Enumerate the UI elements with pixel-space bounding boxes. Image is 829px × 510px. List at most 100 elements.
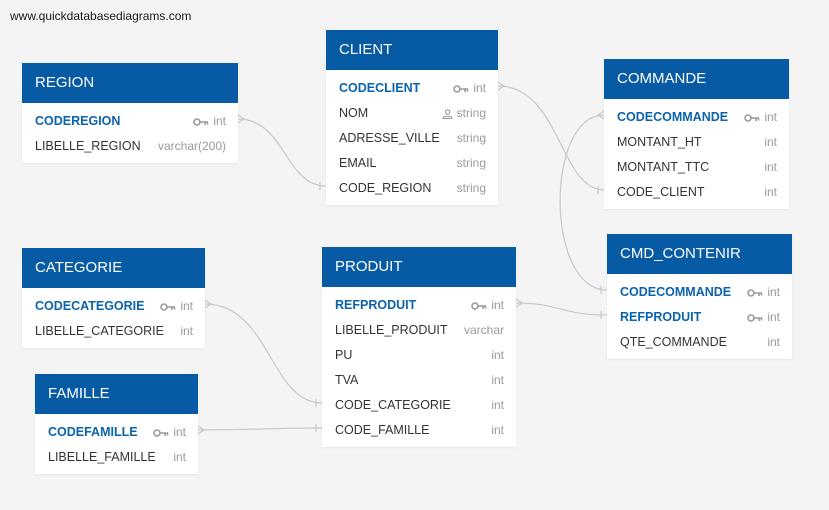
link-famille-produit	[197, 427, 323, 431]
field-row[interactable]: LIBELLE_CATEGORIE int	[22, 319, 205, 344]
field-type: int	[491, 348, 504, 362]
table-title: PRODUIT	[322, 247, 516, 287]
crow-many-icon	[204, 299, 213, 309]
field-type-label: int	[180, 299, 193, 313]
field-name: LIBELLE_REGION	[35, 139, 141, 153]
field-row[interactable]: LIBELLE_REGION varchar(200)	[22, 134, 238, 159]
key-icon	[193, 118, 209, 126]
field-row[interactable]: MONTANT_TTC int	[604, 155, 789, 180]
link-region-client	[237, 118, 327, 187]
table-title: CMD_CONTENIR	[607, 234, 792, 274]
field-type: varchar	[463, 323, 504, 337]
field-name: REFPRODUIT	[620, 310, 702, 324]
table-commande[interactable]: COMMANDE CODECOMMANDE int MONTANT_HT int…	[604, 59, 789, 209]
key-icon	[160, 303, 176, 311]
field-row[interactable]: CODEFAMILLE int	[35, 420, 198, 445]
field-name: LIBELLE_PRODUIT	[335, 323, 448, 337]
key-icon	[471, 302, 487, 310]
table-title: REGION	[22, 63, 238, 103]
field-type: int	[491, 373, 504, 387]
field-name: CODECOMMANDE	[620, 285, 732, 299]
field-type: int	[764, 160, 777, 174]
field-name: PU	[335, 348, 353, 362]
field-type-label: int	[764, 110, 777, 124]
crow-many-icon	[197, 425, 206, 435]
field-type: varchar(200)	[157, 139, 226, 153]
field-row[interactable]: CODECOMMANDE int	[607, 280, 792, 305]
field-row[interactable]: CODE_CATEGORIE int	[322, 393, 516, 418]
crow-many-icon	[497, 81, 506, 91]
field-row[interactable]: ADRESSE_VILLE string	[326, 126, 498, 151]
field-row[interactable]: LIBELLE_FAMILLE int	[35, 445, 198, 470]
field-row[interactable]: NOM string	[326, 101, 498, 126]
field-type: int	[180, 324, 193, 338]
field-type: int	[747, 280, 780, 305]
table-region[interactable]: REGION CODEREGION int LIBELLE_REGION var…	[22, 63, 238, 163]
table-client[interactable]: CLIENT CODECLIENT int NOM string ADRESSE…	[326, 30, 498, 205]
link-produit-cmdcontenir	[515, 302, 608, 316]
field-row[interactable]: MONTANT_HT int	[604, 130, 789, 155]
field-name: TVA	[335, 373, 359, 387]
crow-many-icon	[515, 298, 524, 308]
table-cmd-contenir[interactable]: CMD_CONTENIR CODECOMMANDE int REFPRODUIT…	[607, 234, 792, 359]
link-client-commande	[497, 85, 605, 191]
field-row[interactable]: LIBELLE_PRODUIT varchar	[322, 318, 516, 343]
field-row[interactable]: CODE_FAMILLE int	[322, 418, 516, 443]
link-categorie-produit	[204, 303, 323, 404]
field-row[interactable]: CODECOMMANDE int	[604, 105, 789, 130]
field-row[interactable]: REFPRODUIT int	[322, 293, 516, 318]
field-type: int	[747, 305, 780, 330]
table-famille[interactable]: FAMILLE CODEFAMILLE int LIBELLE_FAMILLE …	[35, 374, 198, 474]
field-row[interactable]: CODEREGION int	[22, 109, 238, 134]
crow-many-icon	[237, 114, 246, 124]
field-name: CODE_FAMILLE	[335, 423, 430, 437]
field-type: int	[491, 398, 504, 412]
field-name: QTE_COMMANDE	[620, 335, 727, 349]
field-name: CODE_REGION	[339, 181, 432, 195]
field-type-label: int	[491, 298, 504, 312]
key-icon	[747, 289, 763, 297]
field-row[interactable]: EMAIL string	[326, 151, 498, 176]
field-name: MONTANT_TTC	[617, 160, 710, 174]
field-name: CODECOMMANDE	[617, 110, 729, 124]
field-type-label: int	[473, 81, 486, 95]
field-row[interactable]: CODECATEGORIE int	[22, 294, 205, 319]
crow-many-icon	[596, 110, 605, 120]
table-categorie[interactable]: CATEGORIE CODECATEGORIE int LIBELLE_CATE…	[22, 248, 205, 348]
field-row[interactable]: CODE_REGION string	[326, 176, 498, 201]
user-icon	[442, 109, 453, 119]
field-type: int	[153, 420, 186, 445]
table-title: CLIENT	[326, 30, 498, 70]
field-type: int	[764, 135, 777, 149]
table-title: FAMILLE	[35, 374, 198, 414]
field-type: int	[491, 423, 504, 437]
field-type: int	[193, 109, 226, 134]
field-name: LIBELLE_FAMILLE	[48, 450, 156, 464]
field-name: CODE_CLIENT	[617, 185, 705, 199]
field-name: REFPRODUIT	[335, 298, 417, 312]
key-icon	[747, 314, 763, 322]
field-row[interactable]: PU int	[322, 343, 516, 368]
field-name: ADRESSE_VILLE	[339, 131, 440, 145]
field-name: LIBELLE_CATEGORIE	[35, 324, 164, 338]
field-type: string	[456, 156, 486, 170]
table-title: CATEGORIE	[22, 248, 205, 288]
field-type-label: int	[767, 285, 780, 299]
field-type-label: string	[456, 106, 486, 120]
field-type: int	[453, 76, 486, 101]
table-title: COMMANDE	[604, 59, 789, 99]
field-type-label: int	[767, 310, 780, 324]
field-type: int	[744, 105, 777, 130]
field-row[interactable]: REFPRODUIT int	[607, 305, 792, 330]
field-row[interactable]: CODE_CLIENT int	[604, 180, 789, 205]
field-type: int	[764, 185, 777, 199]
field-row[interactable]: TVA int	[322, 368, 516, 393]
table-produit[interactable]: PRODUIT REFPRODUIT int LIBELLE_PRODUIT v…	[322, 247, 516, 447]
field-type: string	[456, 181, 486, 195]
field-name: CODE_CATEGORIE	[335, 398, 451, 412]
field-name: CODEREGION	[35, 114, 121, 128]
link-commande-cmdcontenir	[559, 114, 608, 291]
field-row[interactable]: CODECLIENT int	[326, 76, 498, 101]
field-row[interactable]: QTE_COMMANDE int	[607, 330, 792, 355]
